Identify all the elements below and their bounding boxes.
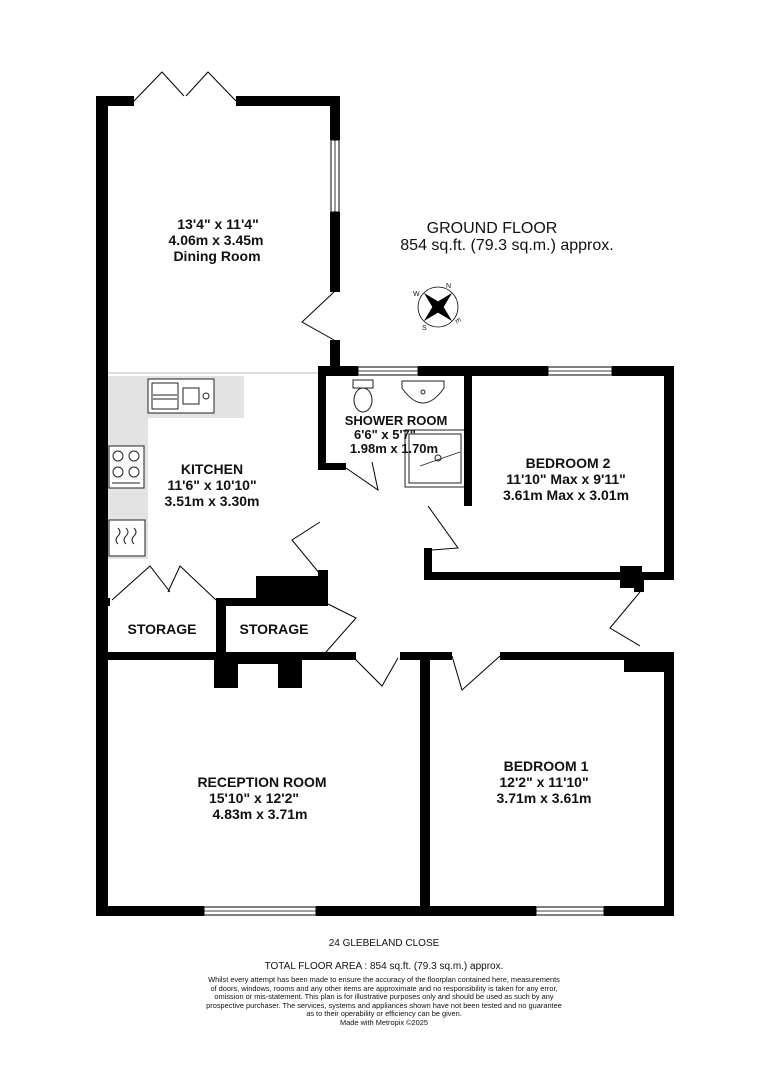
- disclaimer-line: prospective purchaser. The services, sys…: [206, 1000, 562, 1010]
- disclaimer-line: of doors, windows, rooms and any other i…: [210, 983, 558, 993]
- footer-disclaimer: Whilst every attempt has been made to en…: [0, 975, 768, 1028]
- hob-icon: [108, 445, 145, 489]
- bedroom1-name: BEDROOM 1: [504, 758, 589, 774]
- fireplace-icon: [238, 664, 278, 688]
- footer-address: 24 GLEBELAND CLOSE: [328, 938, 440, 949]
- shower-imperial: 6'6" x 5'7": [354, 427, 416, 442]
- kitchen-name: KITCHEN: [181, 461, 243, 477]
- oven-icon: [108, 519, 146, 557]
- basin-icon: [401, 380, 445, 404]
- metropix-credit: Made with Metropix ©2025: [339, 1017, 429, 1027]
- disclaimer-line: omission or mis-statement. This plan is …: [214, 992, 554, 1002]
- bedroom1-metric: 3.71m x 3.61m: [497, 790, 592, 806]
- bedroom2-imperial: 11'10" Max x 9'11": [506, 471, 626, 487]
- compass-e: E: [453, 318, 462, 326]
- reception-metric: 4.83m x 3.71m: [213, 806, 308, 822]
- floor-title: GROUND FLOOR: [427, 220, 558, 237]
- toilet-icon: [352, 379, 374, 413]
- kitchen-metric: 3.51m x 3.30m: [165, 493, 260, 509]
- floor-area: 854 sq.ft. (79.3 sq.m.) approx.: [400, 237, 613, 254]
- storage2-name: STORAGE: [240, 621, 309, 637]
- dining-metric: 4.06m x 3.45m: [169, 232, 264, 248]
- sink-icon: [147, 378, 215, 414]
- disclaimer-line: Whilst every attempt has been made to en…: [208, 975, 560, 984]
- bedroom2-metric: 3.61m Max x 3.01m: [503, 487, 629, 503]
- doors: [111, 71, 641, 691]
- dining-imperial: 13'4" x 11'4": [177, 216, 258, 232]
- bedroom2-name: BEDROOM 2: [526, 455, 611, 471]
- compass-w: W: [413, 291, 420, 298]
- compass-n: N: [446, 283, 451, 290]
- reception-imperial: 15'10" x 12'2": [209, 790, 299, 806]
- shower-name: SHOWER ROOM: [345, 413, 448, 428]
- footer-total: TOTAL FLOOR AREA : 854 sq.ft. (79.3 sq.m…: [264, 961, 504, 972]
- walls: [96, 96, 674, 916]
- storage1-name: STORAGE: [128, 621, 197, 637]
- bedroom1-imperial: 12'2" x 11'10": [499, 774, 588, 790]
- compass-icon: N E S W: [413, 283, 462, 332]
- shower-metric: 1.98m x 1.70m: [350, 441, 438, 456]
- floor-plan: N E S W GROUND FLOOR 854 sq.ft. (79.3 sq…: [96, 71, 674, 916]
- compass-s: S: [422, 325, 427, 332]
- disclaimer-line: as to their operability or efficiency ca…: [306, 1009, 462, 1019]
- kitchen-imperial: 11'6" x 10'10": [167, 477, 256, 493]
- shower-tray-icon: [404, 429, 466, 488]
- reception-name: RECEPTION ROOM: [197, 774, 326, 790]
- dining-name: Dining Room: [173, 248, 260, 264]
